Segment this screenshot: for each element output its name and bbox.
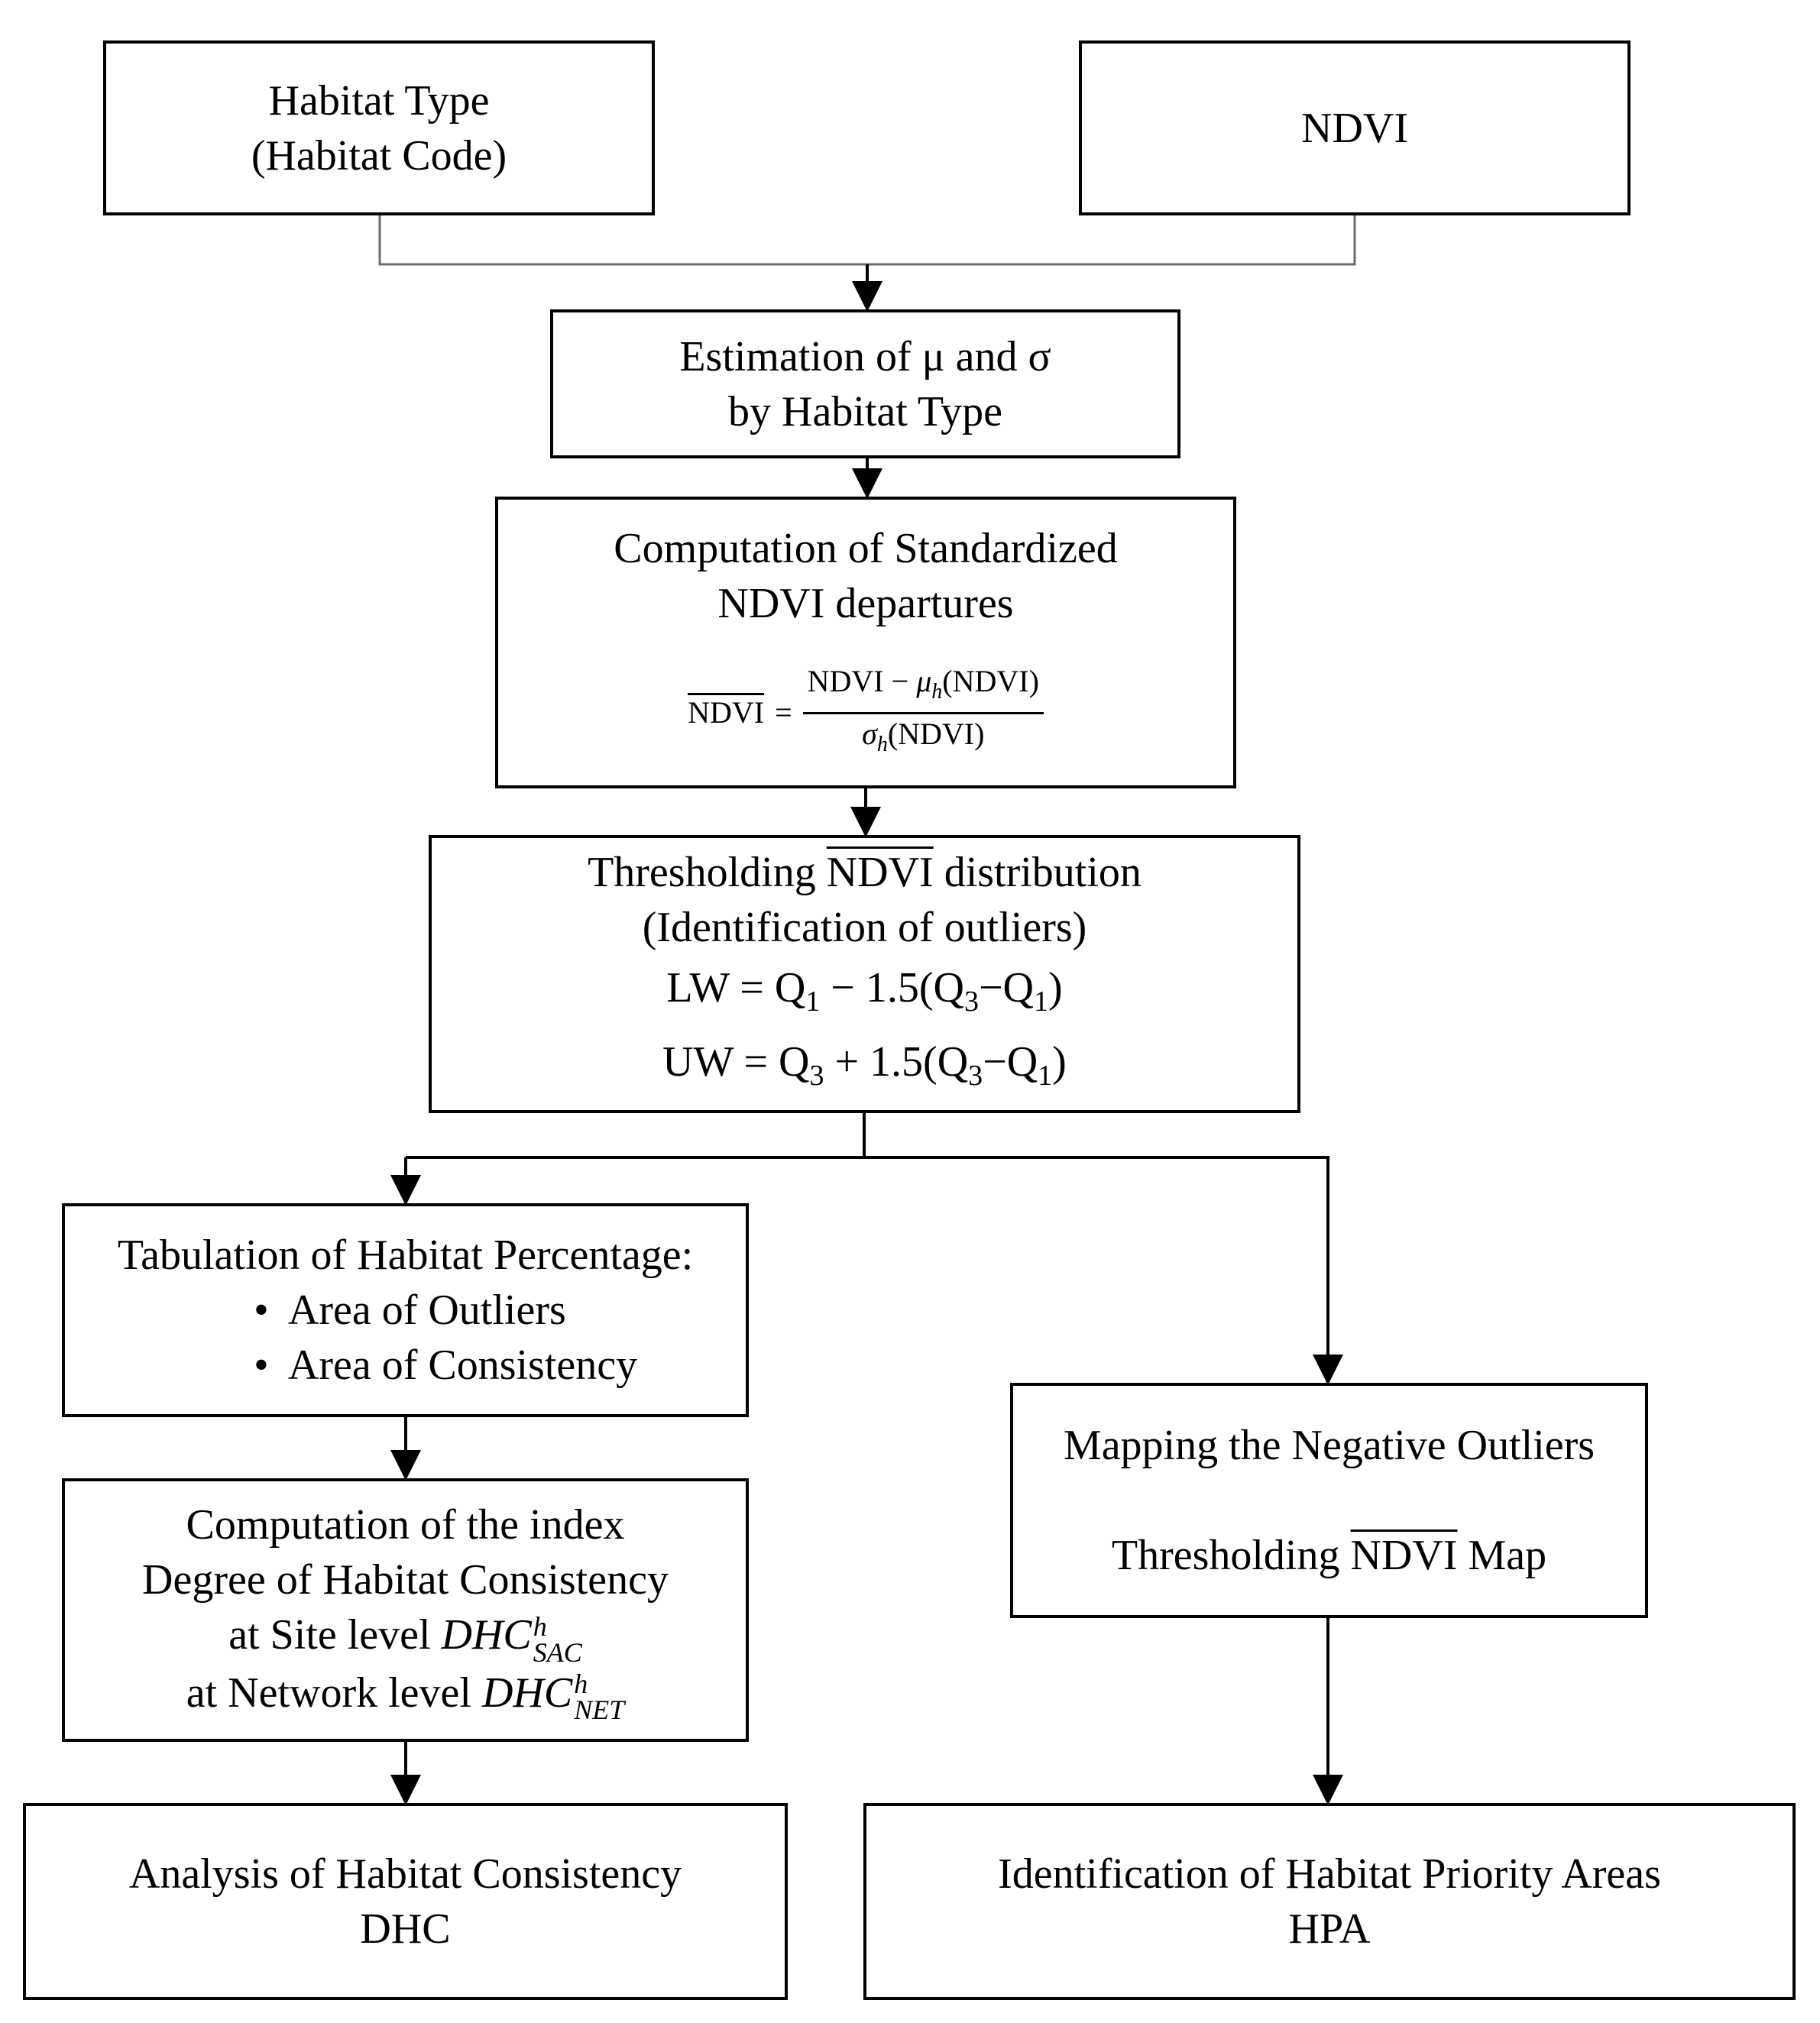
formula-lhs: NDVI: [688, 695, 765, 730]
identification-line2: HPA: [1288, 1905, 1371, 1953]
formula-fraction: NDVI − μh(NDVI) σh(NDVI): [802, 662, 1044, 765]
connector-thresholding-split: [406, 1113, 866, 1159]
identification-line1: Identification of Habitat Priority Areas: [998, 1850, 1661, 1898]
habitat-type-line2: (Habitat Code): [251, 131, 507, 180]
thresholding-line1: Thresholding NDVI distribution: [588, 845, 1142, 900]
node-identification: Identification of Habitat Priority Areas…: [863, 1803, 1796, 2000]
node-thresholding: Thresholding NDVI distribution (Identifi…: [429, 835, 1300, 1113]
lw-d: ): [1048, 963, 1063, 1011]
formula-mu-sub: h: [931, 679, 943, 704]
thresholding-line2: (Identification of outliers): [642, 903, 1087, 951]
mapping-ndvi-bar: NDVI: [1350, 1532, 1458, 1579]
formula-num-paren: (NDVI): [942, 663, 1039, 698]
lw-s3: 1: [1033, 986, 1048, 1018]
lower-whisker-formula: LW = Q1 − 1.5(Q3−Q1): [666, 955, 1062, 1034]
tabulation-item-outliers: Area of Outliers: [235, 1283, 637, 1338]
upper-whisker-formula: UW = Q3 + 1.5(Q3−Q1): [662, 1034, 1067, 1103]
tabulation-title: Tabulation of Habitat Percentage:: [117, 1232, 694, 1279]
dhc-sac-sup: h: [533, 1610, 547, 1642]
node-dhc-index: Computation of the index Degree of Habit…: [62, 1478, 749, 1742]
uw-b: + 1.5(Q: [824, 1038, 969, 1086]
habitat-type-line1: Habitat Type: [268, 76, 490, 125]
dhc-net-symbol: DHC: [481, 1669, 573, 1717]
dhc-net-sub: NET: [574, 1694, 625, 1725]
formula-numerator: NDVI − μh(NDVI): [802, 662, 1044, 714]
dhc-net-sup: h: [574, 1668, 588, 1699]
uw-a: UW = Q: [662, 1038, 810, 1086]
lw-a: LW = Q: [666, 963, 806, 1011]
node-estimation: Estimation of μ and σ by Habitat Type: [550, 309, 1180, 458]
mapping-thresholding: Thresholding: [1111, 1532, 1351, 1579]
mapping-map-text: Map: [1457, 1532, 1547, 1579]
dhc-sac-symbol: DHC: [441, 1611, 532, 1659]
lw-s1: 1: [805, 986, 821, 1018]
formula-den-paren: (NDVI): [887, 716, 985, 751]
network-level-text: at Network level: [186, 1669, 482, 1717]
computation-line1: Computation of Standardized: [614, 524, 1118, 572]
thresholding-ndvi-bar: NDVI: [826, 848, 934, 896]
formula-denominator: σh(NDVI): [857, 714, 989, 765]
node-tabulation: Tabulation of Habitat Percentage: Area o…: [62, 1203, 749, 1417]
estimation-line1: Estimation of μ and σ: [679, 332, 1051, 380]
lw-b: − 1.5(Q: [820, 963, 964, 1011]
ndvi-label: NDVI: [1301, 104, 1408, 152]
node-computation: Computation of Standardized NDVI departu…: [495, 497, 1236, 788]
computation-line2: NDVI departures: [717, 579, 1014, 627]
mapping-line2: Thresholding NDVI Map: [1112, 1528, 1546, 1583]
connector-ndvi-to-merge: [867, 215, 1356, 266]
dhc-index-line2: Degree of Habitat Consistency: [142, 1556, 669, 1604]
lw-c: −Q: [978, 963, 1034, 1011]
connector-habitat-to-merge: [378, 215, 867, 266]
tabulation-list: Area of Outliers Area of Consistency: [235, 1283, 637, 1393]
uw-d: ): [1052, 1038, 1067, 1086]
formula-sigma: σ: [862, 716, 877, 751]
formula-mu: μ: [916, 663, 932, 698]
analysis-line2: DHC: [360, 1905, 451, 1953]
uw-s2: 3: [968, 1060, 983, 1092]
dhc-index-line1: Computation of the index: [186, 1501, 625, 1549]
formula-num-text: NDVI −: [807, 663, 917, 698]
dhc-sac-sub: SAC: [533, 1636, 582, 1668]
lw-s2: 3: [963, 986, 979, 1018]
formula-sigma-sub: h: [876, 732, 888, 756]
node-habitat-type: Habitat Type (Habitat Code): [103, 40, 655, 215]
connector-split-right: [864, 1156, 1329, 1222]
node-analysis: Analysis of Habitat Consistency DHC: [23, 1803, 788, 2000]
site-level-text: at Site level: [228, 1611, 442, 1659]
standardized-ndvi-formula: NDVI = NDVI − μh(NDVI) σh(NDVI): [688, 662, 1044, 765]
uw-s1: 3: [809, 1060, 824, 1092]
analysis-line1: Analysis of Habitat Consistency: [128, 1850, 682, 1898]
node-mapping: Mapping the Negative Outliers Thresholdi…: [1010, 1383, 1648, 1618]
thresholding-text: Thresholding: [588, 848, 827, 896]
tabulation-item-consistency: Area of Consistency: [235, 1338, 637, 1393]
mapping-line1: Mapping the Negative Outliers: [1063, 1422, 1595, 1469]
estimation-line2: by Habitat Type: [728, 387, 1002, 435]
formula-equals: =: [775, 695, 792, 730]
node-ndvi: NDVI: [1079, 40, 1631, 215]
uw-c: −Q: [983, 1038, 1038, 1086]
thresholding-distribution: distribution: [933, 848, 1142, 896]
uw-s3: 1: [1038, 1060, 1053, 1092]
